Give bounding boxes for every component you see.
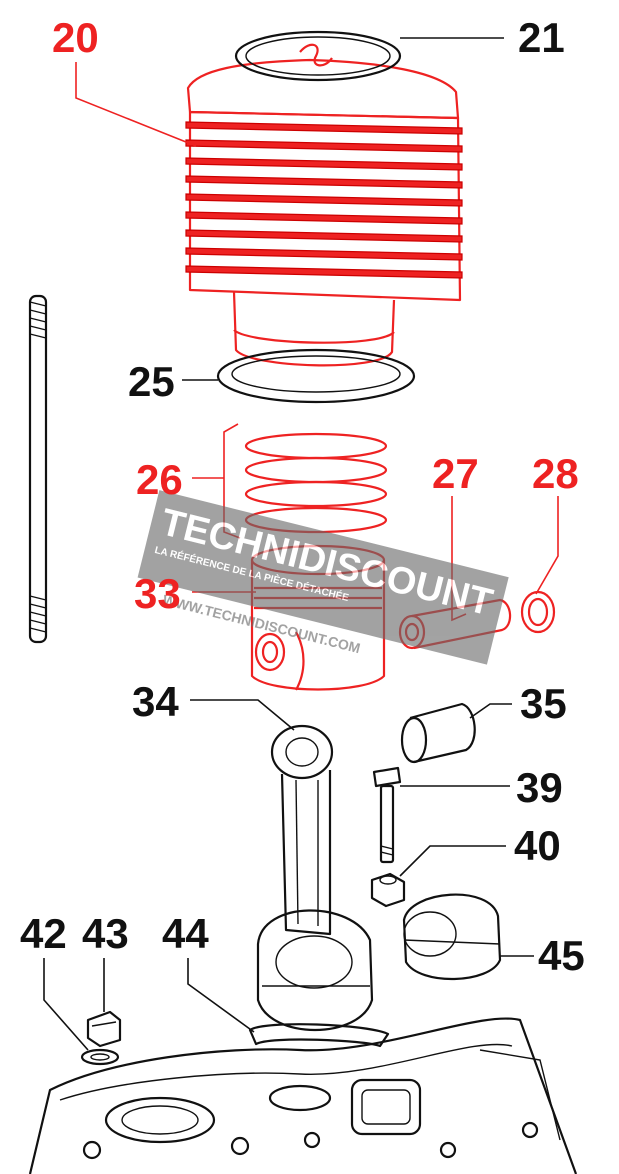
connecting-rod-part-34[interactable]	[256, 724, 374, 1032]
callout-45: 45	[538, 932, 585, 979]
callout-44: 44	[162, 910, 209, 957]
callout-39: 39	[516, 764, 563, 811]
small-end-bush-part-35[interactable]	[400, 702, 476, 764]
cylinder-stud-bolt[interactable]	[28, 294, 48, 644]
big-end-bearing-part-45[interactable]	[402, 893, 502, 981]
callout-27: 27	[432, 450, 479, 497]
callout-28: 28	[532, 450, 579, 497]
callout-20: 20	[52, 14, 99, 61]
cylinder-cooling-fins	[185, 110, 463, 302]
washer-part-42[interactable]	[80, 1048, 120, 1066]
callout-34: 34	[132, 678, 179, 725]
rod-nut-part-40[interactable]	[370, 872, 406, 908]
drain-plug-part-43[interactable]	[86, 1010, 122, 1048]
crankcase-gasket-part-44[interactable]	[248, 1023, 390, 1048]
callout-labels: 20 21 25 26 27 28 33 34 35 39 40 42 43 4…	[20, 14, 585, 979]
crankcase-housing[interactable]	[28, 1017, 578, 1174]
stud-thread-top	[29, 301, 47, 339]
base-gasket-part-25[interactable]	[216, 348, 416, 404]
cylinder-part-20[interactable]	[185, 58, 463, 367]
circlip-part-28[interactable]	[520, 590, 556, 634]
callout-43: 43	[82, 910, 129, 957]
callout-26: 26	[136, 456, 183, 503]
callout-35: 35	[520, 680, 567, 727]
rod-bolt-part-39[interactable]	[372, 766, 402, 864]
callout-33: 33	[134, 570, 181, 617]
callout-42: 42	[20, 910, 67, 957]
callout-21: 21	[518, 14, 565, 61]
callout-25: 25	[128, 358, 175, 405]
stud-thread-bottom	[29, 595, 47, 633]
callout-40: 40	[514, 822, 561, 869]
head-gasket-part-21[interactable]	[234, 30, 402, 82]
